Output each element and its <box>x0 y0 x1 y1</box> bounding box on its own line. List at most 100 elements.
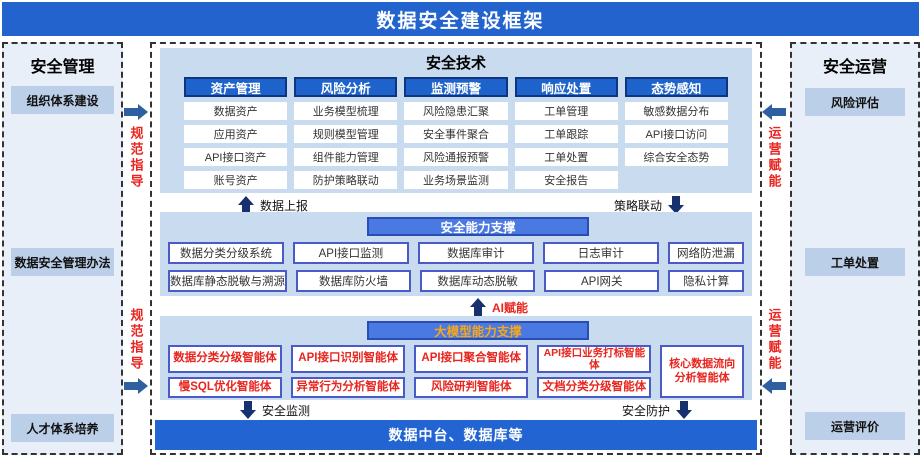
guide-flow-top: 规范指导 <box>122 104 150 190</box>
data-report-flow: 数据上报 <box>238 196 308 214</box>
tech-cell: 安全事件聚合 <box>404 125 508 143</box>
tech-cell: 防护策略联动 <box>294 171 398 189</box>
capability-box: 数据库防火墙 <box>296 270 412 292</box>
tech-column-monitor: 监测预警 风险隐患汇聚 安全事件聚合 风险通报预警 业务场景监测 <box>404 77 508 189</box>
security-management-title: 安全管理 <box>30 59 95 76</box>
tech-cell: 风险隐患汇聚 <box>404 102 508 120</box>
tech-cell: 组件能力管理 <box>294 148 398 166</box>
mgmt-item-org-system: 组织体系建设 <box>11 86 114 114</box>
page-title: 数据安全建设框架 <box>2 2 919 36</box>
llm-support-title: 大模型能力支撑 <box>367 321 589 340</box>
ai-enable-label: AI赋能 <box>492 300 529 315</box>
tech-cell: API接口访问 <box>624 125 729 143</box>
tech-column-header: 监测预警 <box>404 77 508 97</box>
operation-flow-bottom: 运营赋能 <box>760 308 788 394</box>
tech-cell: 规则模型管理 <box>294 125 398 143</box>
capability-support-panel: 安全能力支撑 数据分类分级系统 API接口监测 数据库审计 日志审计 网络防泄漏… <box>160 212 752 296</box>
llm-grid: 数据分类分级智能体 慢SQL优化智能体 API接口识别智能体 异常行为分析智能体… <box>160 340 752 398</box>
tech-column-response: 响应处置 工单管理 工单跟踪 工单处置 安全报告 <box>514 77 618 189</box>
data-report-label: 数据上报 <box>260 198 309 213</box>
llm-support-panel: 大模型能力支撑 数据分类分级智能体 慢SQL优化智能体 API接口识别智能体 异… <box>160 316 752 400</box>
right-arrow-icon <box>124 104 148 120</box>
tech-cell: 账号资产 <box>184 171 288 189</box>
capability-box: 数据库动态脱敏 <box>420 270 536 292</box>
tech-columns: 资产管理 数据资产 应用资产 API接口资产 账号资产 风险分析 业务模型梳理 … <box>160 73 752 189</box>
tech-cell: 工单管理 <box>514 102 618 120</box>
up-arrow-icon <box>470 298 486 316</box>
security-monitor-flow: 安全监测 <box>240 401 310 419</box>
operation-flow-top-label: 运营赋能 <box>766 126 782 190</box>
ops-item-risk-assess: 风险评估 <box>805 88 905 116</box>
security-operation-title: 安全运营 <box>822 59 887 76</box>
guide-flow-top-label: 规范指导 <box>128 126 144 190</box>
down-arrow-icon <box>240 401 256 419</box>
security-technology-title: 安全技术 <box>425 55 486 72</box>
capability-box: 数据库静态脱敏与溯源 <box>168 270 287 292</box>
up-arrow-icon <box>238 196 254 214</box>
ai-enable-flow: AI赋能 <box>470 298 528 316</box>
tech-cell: 数据资产 <box>184 102 288 120</box>
llm-agent-box-tall: 核心数据流向分析智能体 <box>660 345 744 398</box>
llm-column: API接口聚合智能体 风险研判智能体 <box>414 345 529 398</box>
operation-flow-bottom-label: 运营赋能 <box>766 308 782 372</box>
capability-row-2: 数据库静态脱敏与溯源 数据库防火墙 数据库动态脱敏 API网关 隐私计算 <box>160 264 752 292</box>
down-arrow-icon <box>668 196 685 214</box>
capability-box: 数据分类分级系统 <box>168 242 284 264</box>
left-arrow-icon <box>762 104 786 120</box>
tech-cell: 工单跟踪 <box>514 125 618 143</box>
ops-item-evaluation: 运营评价 <box>805 412 905 440</box>
capability-box: 隐私计算 <box>668 270 745 292</box>
guide-flow-bottom-label: 规范指导 <box>128 308 144 372</box>
capability-box: 网络防泄漏 <box>667 242 744 264</box>
policy-link-label: 策略联动 <box>614 198 663 213</box>
tech-column-risk: 风险分析 业务模型梳理 规则模型管理 组件能力管理 防护策略联动 <box>294 77 398 189</box>
llm-column: API接口识别智能体 异常行为分析智能体 <box>291 345 406 398</box>
security-protect-label: 安全防护 <box>622 403 671 418</box>
tech-cell: 业务模型梳理 <box>294 102 398 120</box>
ops-item-ticket-handle: 工单处置 <box>805 248 905 276</box>
llm-agent-box: 风险研判智能体 <box>414 377 529 398</box>
operation-flow-top: 运营赋能 <box>760 104 788 190</box>
llm-column: API接口业务打标智能体 文档分类分级智能体 <box>537 345 652 398</box>
tech-cell: 敏感数据分布 <box>624 102 729 120</box>
tech-cell: 工单处置 <box>514 148 618 166</box>
capability-box: API网关 <box>544 270 660 292</box>
tech-column-header: 风险分析 <box>294 77 398 97</box>
security-technology-panel: 安全技术 资产管理 数据资产 应用资产 API接口资产 账号资产 风险分析 业务… <box>150 42 762 455</box>
mgmt-item-talent: 人才体系培养 <box>11 414 114 442</box>
capability-box: API接口监测 <box>292 242 409 264</box>
llm-agent-box: 慢SQL优化智能体 <box>168 377 283 398</box>
security-operation-panel: 安全运营 风险评估 工单处置 运营评价 <box>790 42 920 455</box>
tech-cell: 安全报告 <box>514 171 618 189</box>
tech-cell: API接口资产 <box>184 148 288 166</box>
mgmt-item-policy: 数据安全管理办法 <box>11 248 114 276</box>
llm-agent-box: API接口识别智能体 <box>291 345 406 373</box>
tech-column-header: 资产管理 <box>184 77 288 97</box>
security-management-panel: 安全管理 组织体系建设 数据安全管理办法 人才体系培养 <box>2 42 123 455</box>
tech-detection-panel: 安全技术 资产管理 数据资产 应用资产 API接口资产 账号资产 风险分析 业务… <box>160 48 752 193</box>
capability-support-title: 安全能力支撑 <box>367 217 589 236</box>
policy-link-flow: 策略联动 <box>614 196 685 214</box>
down-arrow-icon <box>676 401 693 419</box>
left-arrow-icon <box>762 378 786 394</box>
tech-cell: 应用资产 <box>184 125 288 143</box>
llm-agent-box: API接口聚合智能体 <box>414 345 529 373</box>
tech-cell: 业务场景监测 <box>404 171 508 189</box>
capability-box: 数据库审计 <box>417 242 534 264</box>
tech-column-header: 态势感知 <box>624 77 729 97</box>
tech-cell: 风险通报预警 <box>404 148 508 166</box>
llm-agent-box: 文档分类分级智能体 <box>537 377 652 398</box>
llm-agent-box: API接口业务打标智能体 <box>537 345 652 373</box>
tech-column-asset: 资产管理 数据资产 应用资产 API接口资产 账号资产 <box>184 77 288 189</box>
right-arrow-icon <box>124 378 148 394</box>
security-protect-flow: 安全防护 <box>622 401 693 419</box>
llm-agent-box: 数据分类分级智能体 <box>168 345 283 373</box>
tech-column-situation: 态势感知 敏感数据分布 API接口访问 综合安全态势 <box>624 77 729 189</box>
capability-box: 日志审计 <box>542 242 659 264</box>
llm-agent-box: 异常行为分析智能体 <box>291 377 406 398</box>
tech-cell: 综合安全态势 <box>624 148 729 166</box>
security-monitor-label: 安全监测 <box>262 403 311 418</box>
data-platform-bar: 数据中台、数据库等 <box>155 420 757 450</box>
capability-row-1: 数据分类分级系统 API接口监测 数据库审计 日志审计 网络防泄漏 <box>160 236 752 264</box>
